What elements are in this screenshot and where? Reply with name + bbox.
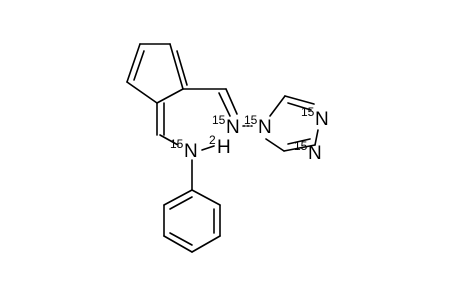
triazole-ring xyxy=(265,95,319,152)
isotope-label: 2 xyxy=(209,133,216,147)
label-amine-n: 15 N xyxy=(170,137,198,162)
label-amine-h: 2 H xyxy=(209,133,231,158)
element-label: H xyxy=(217,137,231,158)
label-triazole-n-bottom: 15 N xyxy=(294,139,322,164)
element-label: N xyxy=(308,143,322,164)
isotope-label: 15 xyxy=(170,137,184,151)
element-label: N xyxy=(184,141,198,162)
amine-bonds xyxy=(191,145,215,191)
isotope-label: 15 xyxy=(244,113,258,127)
imine-chain xyxy=(182,88,238,117)
label-triazole-n: 15 N xyxy=(244,113,272,138)
element-label: N xyxy=(315,109,329,130)
isotope-label: 15 xyxy=(212,113,226,127)
phenyl-ring xyxy=(163,189,221,253)
isotope-label: 15 xyxy=(301,105,315,119)
label-imine-n: 15 N xyxy=(212,113,240,138)
cyclopentadiene-ring xyxy=(126,43,188,104)
label-triazole-n-top: 15 N xyxy=(301,105,329,130)
isotope-label: 15 xyxy=(294,139,308,153)
exocyclic-methylidene xyxy=(156,102,179,146)
element-label: N xyxy=(258,117,272,138)
element-label: N xyxy=(226,117,240,138)
